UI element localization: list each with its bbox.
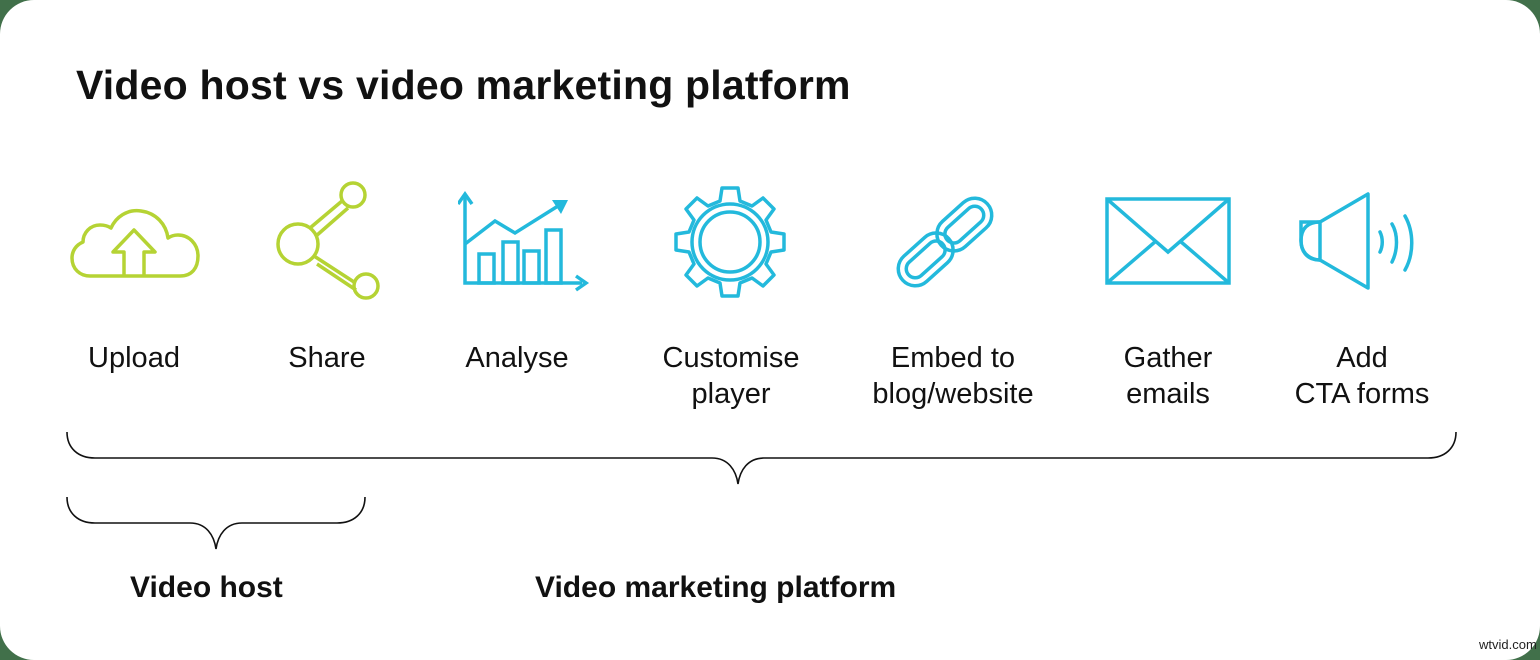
feature-label-customise-player: Customise player — [662, 342, 800, 410]
feature-label-add-cta: Add CTA forms — [1294, 342, 1430, 410]
watermark: wtvid.com — [1479, 637, 1537, 652]
feature-label-analyse: Analyse — [465, 342, 569, 374]
cloud-upload-icon — [70, 208, 200, 278]
megaphone-icon — [1299, 192, 1414, 290]
feature-label-gather-emails: Gather emails — [1123, 342, 1213, 410]
group-label-video-marketing-platform: Video marketing platform — [535, 571, 897, 604]
feature-label-share: Share — [288, 342, 366, 374]
envelope-icon — [1105, 197, 1231, 285]
share-icon — [276, 181, 380, 300]
gear-icon — [674, 186, 786, 298]
feature-label-embed: Embed to blog/website — [872, 342, 1034, 410]
page-title: Video host vs video marketing platform — [76, 62, 851, 108]
analytics-chart-icon — [458, 190, 590, 292]
feature-label-upload: Upload — [88, 342, 180, 374]
link-icon — [896, 196, 994, 288]
group-label-video-host: Video host — [130, 571, 283, 604]
